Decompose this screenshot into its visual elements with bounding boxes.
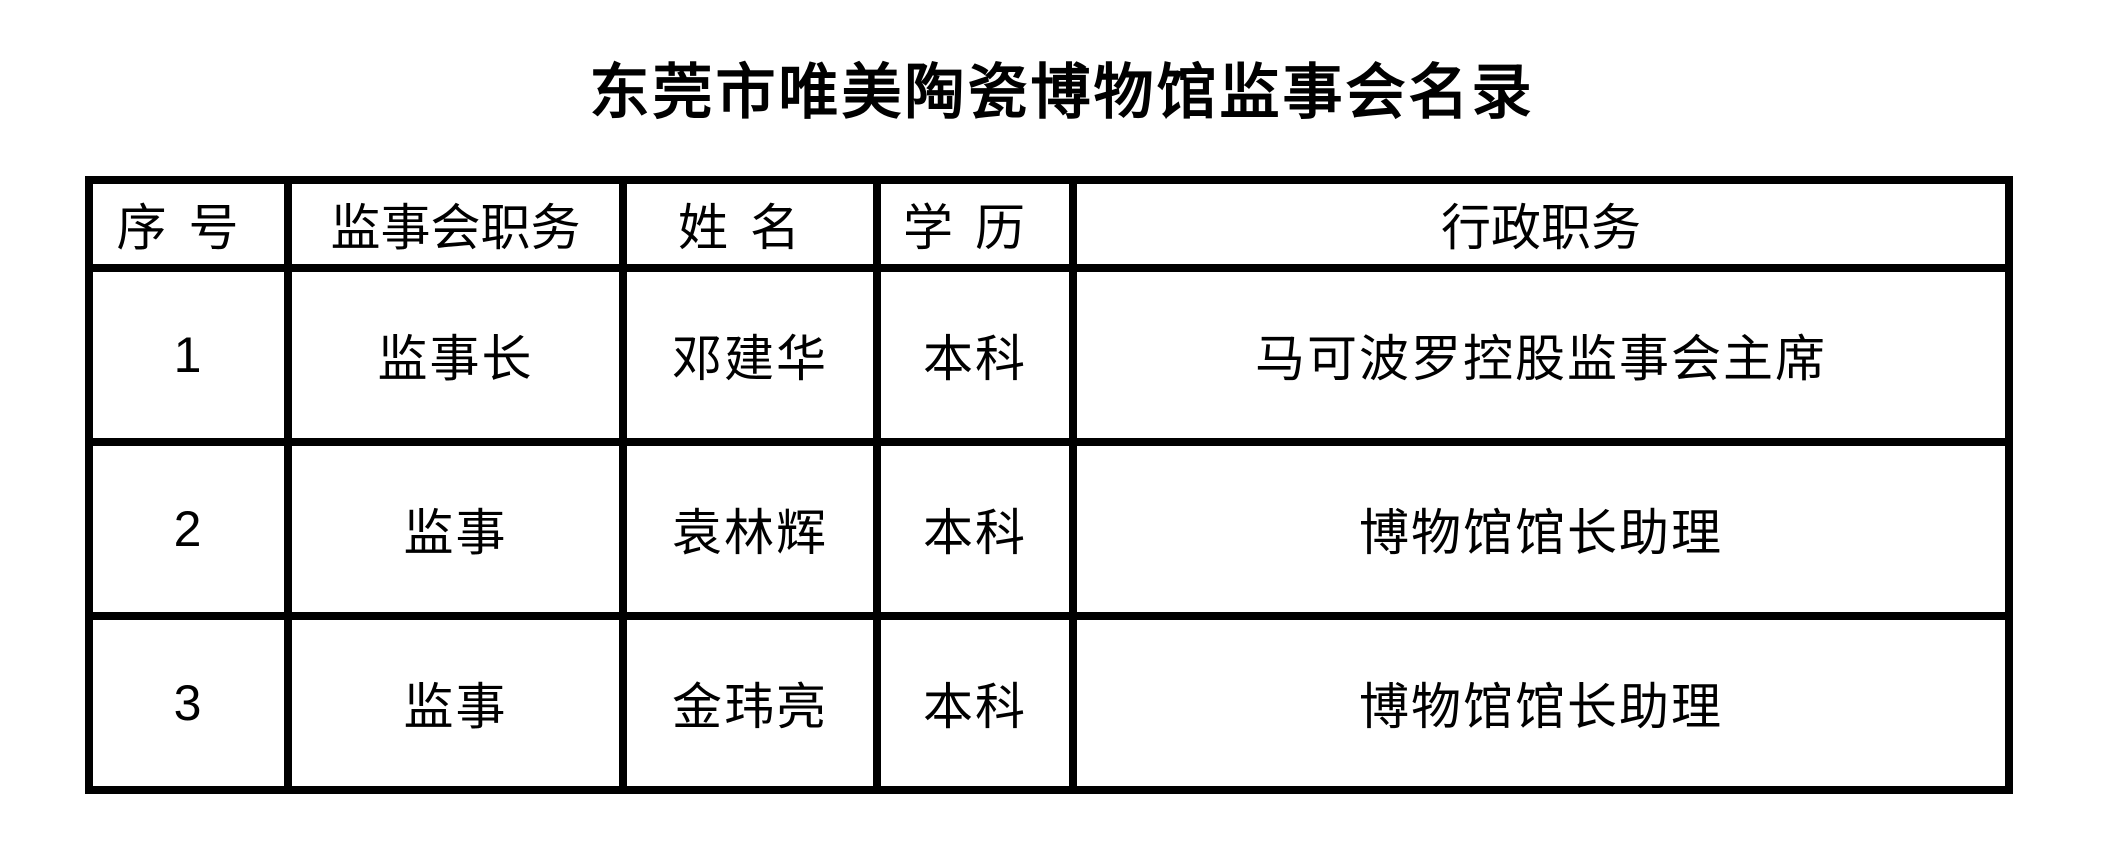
- header-cell-serial: 序号: [85, 176, 292, 272]
- cell-board-position: 监事: [284, 438, 627, 620]
- cell-admin-position: 博物馆馆长助理: [1069, 438, 2013, 620]
- table-header-row: 序号 监事会职务 姓名 学历 行政职务: [85, 176, 2013, 272]
- cell-board-position: 监事: [284, 612, 627, 794]
- cell-admin-position: 马可波罗控股监事会主席: [1069, 264, 2013, 446]
- cell-board-position: 监事长: [284, 264, 627, 446]
- cell-serial: 1: [85, 264, 292, 446]
- cell-serial: 2: [85, 438, 292, 620]
- cell-name: 袁林辉: [619, 438, 881, 620]
- table-row: 1 监事长 邓建华 本科 马可波罗控股监事会主席: [85, 264, 2013, 446]
- cell-name: 金玮亮: [619, 612, 881, 794]
- supervisory-board-table: 序号 监事会职务 姓名 学历 行政职务 1 监事长 邓建华 本科 马可波罗控股监…: [85, 176, 2013, 794]
- cell-education: 本科: [873, 438, 1077, 620]
- cell-serial: 3: [85, 612, 292, 794]
- page-title: 东莞市唯美陶瓷博物馆监事会名录: [589, 60, 1535, 126]
- header-cell-name: 姓名: [619, 176, 881, 272]
- cell-education: 本科: [873, 612, 1077, 794]
- table-row: 3 监事 金玮亮 本科 博物馆馆长助理: [85, 612, 2013, 794]
- table-row: 2 监事 袁林辉 本科 博物馆馆长助理: [85, 438, 2013, 620]
- header-cell-board-position: 监事会职务: [284, 176, 627, 272]
- cell-admin-position: 博物馆馆长助理: [1069, 612, 2013, 794]
- header-cell-education: 学历: [873, 176, 1077, 272]
- cell-education: 本科: [873, 264, 1077, 446]
- header-cell-admin-position: 行政职务: [1069, 176, 2013, 272]
- cell-name: 邓建华: [619, 264, 881, 446]
